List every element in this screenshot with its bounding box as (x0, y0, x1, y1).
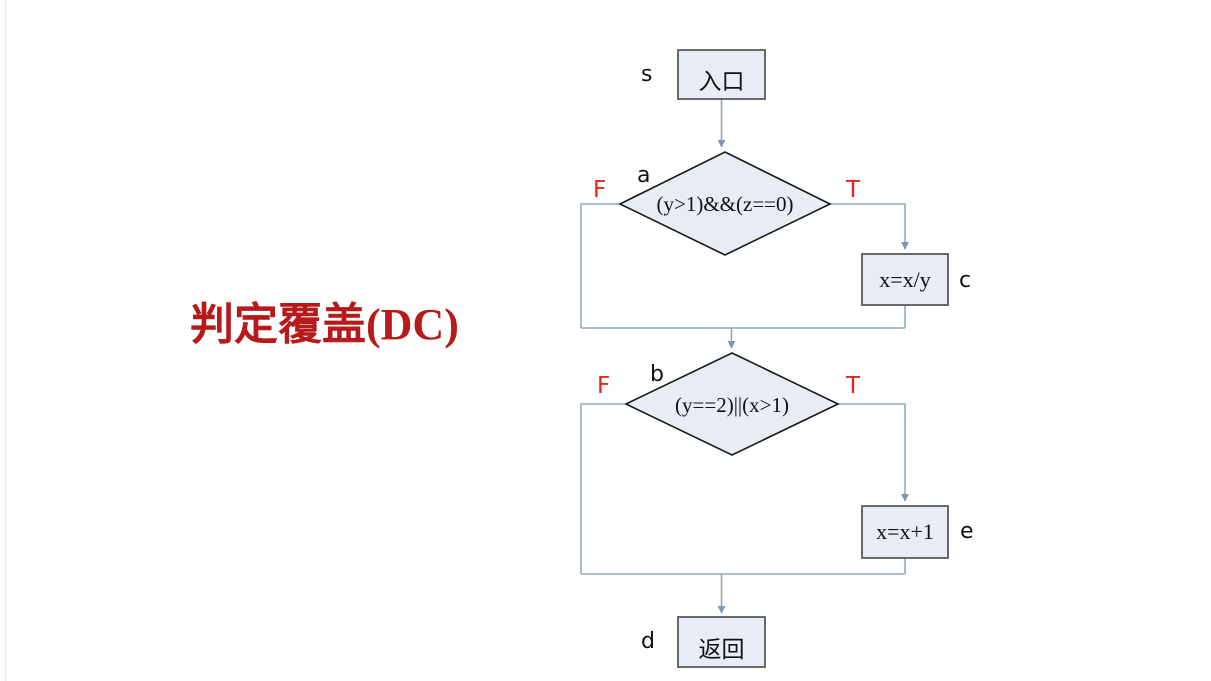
page-title: 判定覆盖(DC) (190, 300, 459, 349)
node-entry-box[interactable] (677, 49, 766, 100)
edge-b-false-to-merge2 (580, 403, 626, 574)
node-tag-c: c (959, 268, 972, 293)
slide-left-rule (5, 0, 6, 681)
node-process-c[interactable] (861, 253, 949, 306)
edge-a-true-to-c (830, 203, 909, 250)
node-decision-b[interactable] (624, 352, 840, 456)
edge-a-false-to-merge1 (580, 203, 620, 328)
node-tag-d: d (641, 629, 655, 654)
node-process-e[interactable] (861, 505, 949, 559)
branch-label-a-false: F (593, 177, 607, 203)
edge-b-true-to-e (838, 403, 909, 502)
branch-label-a-true: T (846, 177, 861, 203)
branch-label-b-false: F (597, 373, 611, 399)
node-return-box[interactable] (677, 616, 766, 668)
node-tag-b: b (650, 362, 664, 387)
node-tag-a: a (637, 163, 651, 188)
branch-label-b-true: T (846, 373, 861, 399)
node-tag-e: e (960, 519, 974, 544)
node-decision-a[interactable] (618, 151, 832, 256)
node-tag-s: s (641, 62, 653, 87)
